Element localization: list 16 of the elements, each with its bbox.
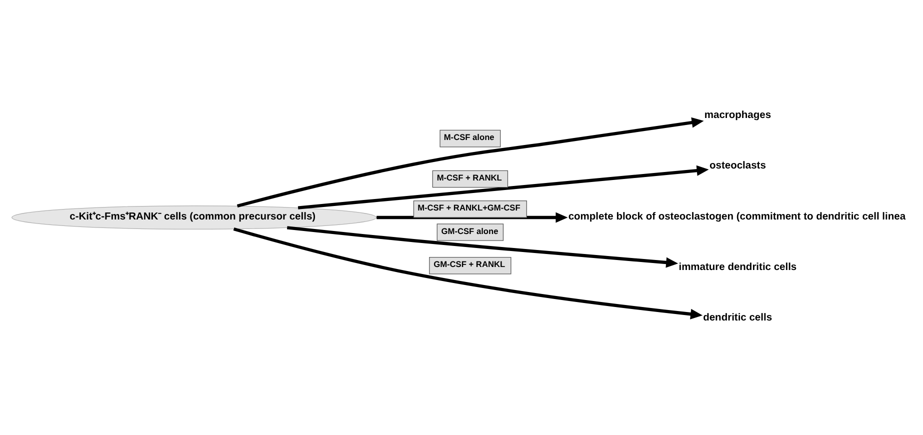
arrow: [232, 227, 702, 320]
node-text: dendritic cells: [702, 312, 772, 324]
edge-label: M-CSF alone: [443, 132, 494, 142]
edge-label: GM-CSF + RANKL: [433, 259, 505, 270]
edge-label: GM-CSF alone: [440, 226, 498, 236]
edge-label: M-CSF + RANKL: [436, 172, 502, 183]
arrow: [286, 226, 678, 268]
node-ellipse: c-Kit⁺c-Fms⁺RANK⁻ cells (common precursor cells): [11, 205, 376, 230]
edge-label: M-CSF + RANKL+GM-CSF: [417, 202, 520, 213]
arrow: [376, 212, 568, 223]
arrow: [236, 117, 704, 208]
node-text: macrophages: [704, 110, 771, 121]
node-text: immature dendritic cells: [678, 262, 796, 273]
node-text: osteoclasts: [709, 160, 766, 172]
node-text: complete block of osteoclastogen (commitment to dendritic cell linea: [568, 211, 906, 222]
arrow: [297, 165, 708, 210]
